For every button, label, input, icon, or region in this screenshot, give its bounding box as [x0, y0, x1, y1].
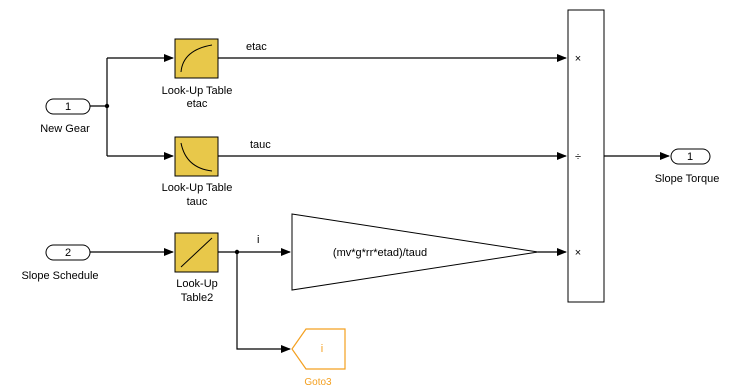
gain-expression: (mv*g*rr*etad)/taud	[333, 247, 427, 259]
inport-label: New Gear	[40, 123, 90, 135]
inport-new-gear[interactable]: 1 New Gear	[40, 98, 91, 135]
lookup-table-tauc[interactable]: Look-Up Table tauc	[162, 136, 233, 208]
block-label-line1: Look-Up	[176, 278, 218, 290]
lookup-table-etac[interactable]: Look-Up Table etac	[162, 38, 233, 110]
product-op-multiply: ×	[575, 247, 581, 259]
block-label-line1: Look-Up Table	[162, 182, 233, 194]
decreasing-curve-icon	[180, 142, 213, 172]
linear-line-icon	[180, 237, 213, 268]
lookup-table-2[interactable]: Look-Up Table2	[174, 232, 219, 304]
goto-block[interactable]: i Goto3	[291, 328, 346, 388]
outport-number: 1	[687, 151, 693, 163]
inport-number: 1	[65, 101, 71, 113]
inport-slope-schedule[interactable]: 2 Slope Schedule	[21, 244, 99, 282]
branch-point-2	[234, 249, 240, 255]
outport-label: Slope Torque	[655, 173, 720, 185]
block-label-line2: tauc	[187, 196, 208, 208]
block-label-line2: etac	[187, 98, 208, 110]
block-label-line2: Table2	[181, 292, 213, 304]
wires	[90, 54, 670, 353]
outport-slope-torque[interactable]: 1 Slope Torque	[655, 148, 720, 185]
wire-to-goto	[236, 252, 291, 353]
product-op-multiply: ×	[575, 53, 581, 65]
signal-label-tauc: tauc	[250, 139, 271, 151]
gain-block[interactable]: (mv*g*rr*etad)/taud	[291, 213, 539, 291]
goto-label: Goto3	[304, 377, 332, 388]
product-op-divide: ÷	[575, 151, 581, 163]
inport-number: 2	[65, 247, 71, 259]
branch-point-1	[104, 103, 110, 109]
inport-label: Slope Schedule	[21, 270, 98, 282]
goto-tag: i	[321, 343, 323, 355]
increasing-curve-icon	[180, 44, 213, 73]
product-block[interactable]: × ÷ ×	[567, 9, 605, 303]
signal-label-i: i	[257, 234, 259, 246]
signal-label-etac: etac	[246, 41, 267, 53]
block-label-line1: Look-Up Table	[162, 85, 233, 97]
